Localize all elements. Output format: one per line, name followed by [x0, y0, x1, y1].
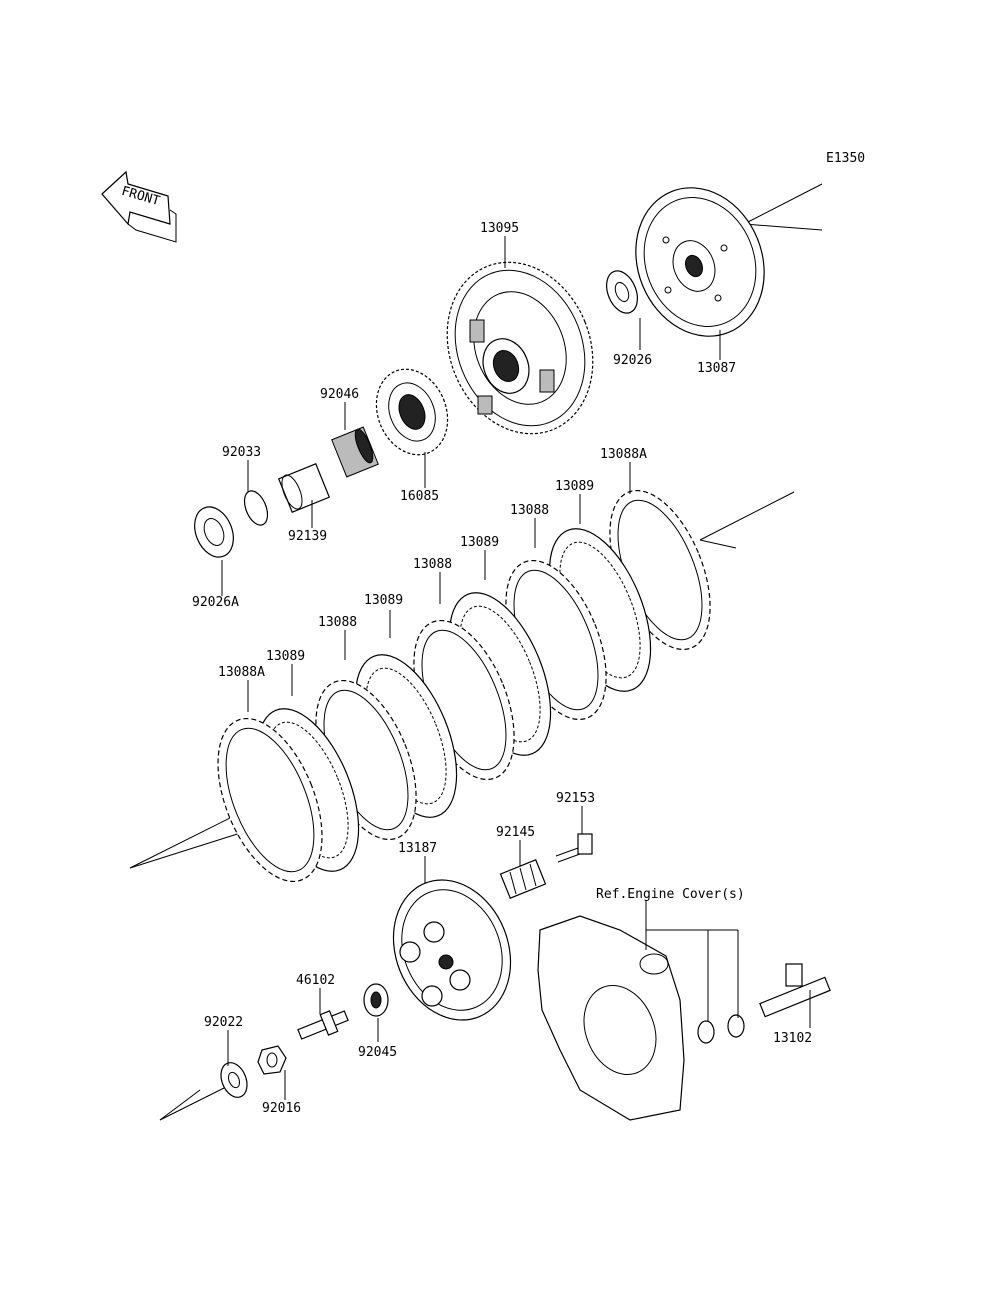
- label-13089-4: 13089: [266, 649, 305, 664]
- part-92046-needle-bearing: [331, 426, 379, 478]
- label-92033: 92033: [222, 445, 261, 460]
- label-92153: 92153: [556, 791, 595, 806]
- clutch-plate-stack: [217, 489, 711, 883]
- label-13088A-bottom: 13088A: [218, 665, 265, 680]
- part-92145-spring: [499, 859, 547, 899]
- part-92026-washer: [606, 270, 638, 314]
- part-13095-gear-hub: [446, 261, 594, 435]
- label-92046: 92046: [320, 387, 359, 402]
- part-92033-circlip: [243, 490, 269, 526]
- label-92045: 92045: [358, 1045, 397, 1060]
- label-13088-3: 13088: [318, 615, 357, 630]
- label-13095: 13095: [480, 221, 519, 236]
- part-92022-washer: [220, 1062, 248, 1098]
- part-92016-nut: [257, 1045, 287, 1075]
- label-13102: 13102: [773, 1031, 812, 1046]
- front-arrow-icon: FRONT: [101, 170, 177, 243]
- label-92016: 92016: [262, 1101, 301, 1116]
- axis-lines: [129, 183, 823, 1121]
- label-92026: 92026: [613, 353, 652, 368]
- label-16085: 16085: [400, 489, 439, 504]
- part-13102-lever: [759, 963, 831, 1018]
- label-92026A: 92026A: [192, 595, 239, 610]
- label-46102: 46102: [296, 973, 335, 988]
- label-ref-engine-cover: Ref.Engine Cover(s): [596, 887, 745, 902]
- label-13088-1: 13088: [510, 503, 549, 518]
- label-13087: 13087: [697, 361, 736, 376]
- part-13087-housing: [635, 187, 765, 337]
- part-92153-bolt: [555, 833, 593, 863]
- label-13089-1: 13089: [555, 479, 594, 494]
- label-13089-3: 13089: [364, 593, 403, 608]
- part-16085-gear: [375, 368, 449, 456]
- label-13088-2: 13088: [413, 557, 452, 572]
- part-labels: 13095 92026 13087 92046 16085 92033 9213…: [192, 221, 812, 1116]
- label-92022: 92022: [204, 1015, 243, 1030]
- diagram-code: E1350: [826, 151, 865, 166]
- label-13088A-top: 13088A: [600, 447, 647, 462]
- leader-lines: [221, 236, 811, 1100]
- label-13187: 13187: [398, 841, 437, 856]
- part-92139-sleeve: [277, 463, 331, 513]
- label-13089-2: 13089: [460, 535, 499, 550]
- engine-cover-reference: [537, 915, 745, 1121]
- part-92045-bearing: [363, 983, 389, 1017]
- label-92139: 92139: [288, 529, 327, 544]
- label-92145: 92145: [496, 825, 535, 840]
- part-13187-pressure-plate: [392, 879, 512, 1021]
- part-46102-pushrod: [297, 1010, 349, 1040]
- part-92026A-washer: [194, 506, 234, 558]
